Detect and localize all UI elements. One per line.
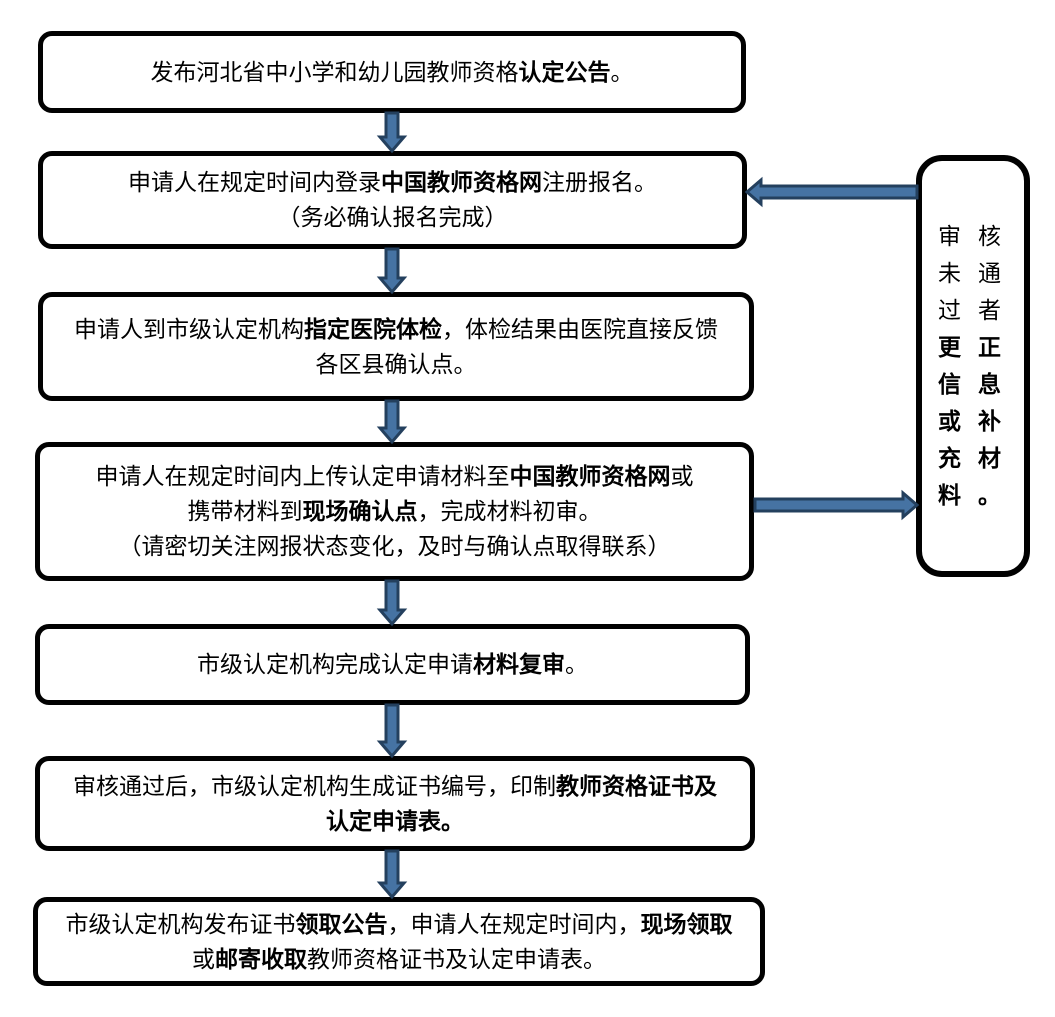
- text-run: 申请人在规定时间内上传认定申请材料至: [95, 464, 510, 489]
- text-run: 注册报名。: [542, 170, 657, 195]
- step-text-line: 市级认定机构发布证书领取公告，申请人在规定时间内，现场领取: [38, 907, 760, 942]
- bold-text-run: 认定申请表。: [326, 808, 464, 834]
- step-text-line: 申请人到市级认定机构指定医院体检，体检结果由医院直接反馈: [43, 312, 749, 347]
- flow-step-4-submit-materials: 申请人在规定时间内上传认定申请材料至中国教师资格网或携带材料到现场确认点，完成材…: [35, 442, 754, 581]
- left-arrow-sidenote-to-step2: [744, 176, 919, 208]
- bold-text-run: 认定公告: [518, 59, 611, 85]
- flow-step-7-collect-certificate: 市级认定机构发布证书领取公告，申请人在规定时间内，现场领取或邮寄收取教师资格证书…: [33, 897, 765, 986]
- bold-text-run: 更正信息或补充材料。: [938, 335, 1018, 508]
- text-run: 审核未通过者: [938, 224, 1018, 323]
- text-run: 审核通过后，市级认定机构生成证书编号，印制: [73, 773, 556, 799]
- text-run: 或: [192, 946, 215, 972]
- bold-text-run: 现场领取: [640, 911, 733, 937]
- text-run: 教师资格证书及认定申请表。: [307, 946, 606, 972]
- down-arrow-step2-to-step3: [376, 247, 408, 295]
- step-text-line: 携带材料到现场确认点，完成材料初审。: [40, 494, 749, 529]
- bold-text-run: 邮寄收取: [215, 946, 307, 972]
- step-text-line: 审核通过后，市级认定机构生成证书编号，印制教师资格证书及: [40, 769, 750, 804]
- bold-text-run: 现场确认点: [302, 499, 418, 524]
- text-run: 携带材料到: [187, 499, 303, 524]
- step-text-line: 认定申请表。: [40, 804, 750, 839]
- step-text-line: （请密切关注网报状态变化，及时与确认点取得联系）: [40, 529, 749, 564]
- text-run: 发布河北省中小学和幼儿园教师资格: [150, 59, 519, 85]
- text-run: （请密切关注网报状态变化，及时与确认点取得联系）: [118, 534, 671, 559]
- down-arrow-step3-to-step4: [376, 399, 408, 445]
- flow-step-3-medical-check: 申请人到市级认定机构指定医院体检，体检结果由医院直接反馈各区县确认点。: [38, 292, 754, 401]
- bold-text-run: 教师资格证书及: [556, 773, 717, 799]
- step-text-line: 各区县确认点。: [43, 347, 749, 382]
- text-run: 各区县确认点。: [315, 351, 477, 377]
- text-run: ，体检结果由医院直接反馈: [442, 316, 718, 342]
- step-text-line: 申请人在规定时间内登录中国教师资格网注册报名。: [43, 165, 742, 200]
- down-arrow-step4-to-step5: [376, 579, 408, 627]
- text-run: ，申请人在规定时间内，: [387, 911, 641, 937]
- bold-text-run: 领取公告: [295, 911, 388, 937]
- step-text-line: 申请人在规定时间内上传认定申请材料至中国教师资格网或: [40, 459, 749, 494]
- right-arrow-step4-to-sidenote: [753, 489, 920, 521]
- step-text-line: 发布河北省中小学和幼儿园教师资格认定公告。: [43, 55, 741, 90]
- text-run: 。: [610, 59, 634, 85]
- text-run: （务必确认报名完成）: [277, 205, 508, 230]
- bold-text-run: 中国教师资格网: [381, 170, 542, 195]
- step-text-line: 市级认定机构完成认定申请材料复审。: [40, 647, 745, 682]
- text-run: 市级认定机构发布证书: [65, 911, 296, 937]
- down-arrow-step6-to-step7: [376, 849, 408, 900]
- bold-text-run: 指定医院体检: [304, 316, 442, 342]
- text-run: 。: [565, 652, 588, 677]
- down-arrow-step5-to-step6: [376, 703, 408, 759]
- step-text-line: （务必确认报名完成）: [43, 200, 742, 235]
- flow-step-5-material-review: 市级认定机构完成认定申请材料复审。: [35, 624, 750, 705]
- bold-text-run: 材料复审: [473, 652, 565, 677]
- flow-step-6-print-certificate: 审核通过后，市级认定机构生成证书编号，印制教师资格证书及认定申请表。: [35, 756, 755, 851]
- side-note-review-failed-box: 审核未通过者更正信息或补充材料。: [916, 155, 1030, 577]
- side-note-text: 审核未通过者更正信息或补充材料。: [924, 218, 1022, 514]
- text-run: ，完成材料初审。: [417, 499, 602, 524]
- text-run: 申请人到市级认定机构: [74, 316, 304, 342]
- text-run: 申请人在规定时间内登录: [128, 170, 381, 195]
- step-text-line: 或邮寄收取教师资格证书及认定申请表。: [38, 942, 760, 977]
- flow-step-2-register: 申请人在规定时间内登录中国教师资格网注册报名。 （务必确认报名完成）: [38, 151, 747, 249]
- bold-text-run: 中国教师资格网: [509, 464, 671, 489]
- flow-step-1-announcement: 发布河北省中小学和幼儿园教师资格认定公告。: [38, 31, 746, 113]
- down-arrow-step1-to-step2: [376, 111, 408, 154]
- text-run: 或: [670, 464, 694, 489]
- text-run: 市级认定机构完成认定申请: [197, 652, 473, 677]
